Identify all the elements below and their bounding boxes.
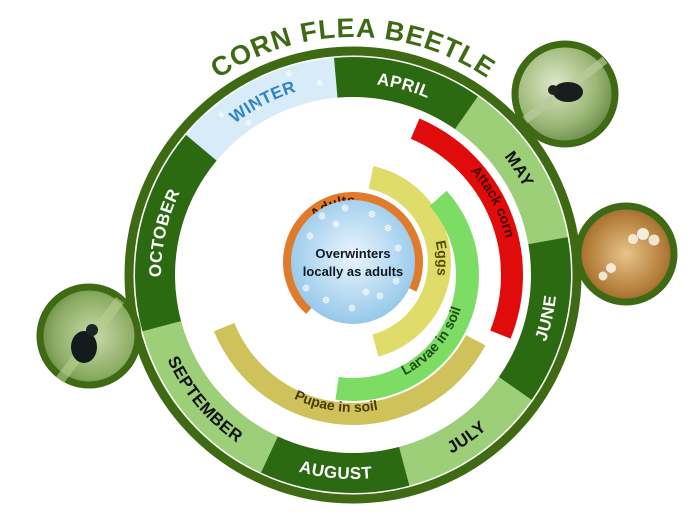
beetle-icon [553, 82, 583, 102]
month-segment-july [399, 377, 532, 486]
stage-arc-attack [410, 118, 523, 339]
month-segment-may [455, 96, 568, 245]
snowflake-icon: ❅ [305, 231, 314, 243]
beetle-on-leaf-photo [511, 40, 619, 148]
snowflake-icon: ❅ [391, 276, 400, 288]
snowflake-icon: ❅ [383, 223, 392, 235]
winter-snowflake-icon: ❄ [254, 102, 262, 112]
beetle-on-leaf-photo-2 [36, 283, 142, 389]
snowflake-icon: ❅ [321, 295, 330, 307]
stage-arc-pupae [213, 322, 486, 426]
snowflake-icon: ❅ [393, 243, 402, 255]
winter-snowflake-icon: ❄ [245, 118, 253, 128]
month-segment-september [142, 321, 278, 473]
month-segment-april [334, 57, 479, 130]
beetle-eggs-photo [574, 202, 678, 306]
stage-label-eggs: Eggs [433, 239, 451, 277]
snowflake-icon: ❅ [347, 303, 356, 315]
snowflake-pattern: ❅❅❅❅❅❅❅❅❅❅❅❅❅ [301, 203, 402, 315]
snowflake-icon: ❅ [367, 209, 376, 221]
snowflake-icon: ❅ [361, 287, 370, 299]
snowflake-icon: ❅ [375, 291, 384, 303]
month-segment-august [260, 436, 410, 493]
snowflake-icon: ❅ [317, 211, 326, 223]
stage-arc-eggs [368, 166, 451, 357]
center-text-line1: Overwinters [315, 246, 390, 261]
beetle-icon [71, 331, 97, 363]
center-circle: ❅❅❅❅❅❅❅❅❅❅❅❅❅ Overwinters locally as adu… [291, 200, 415, 324]
center-text-line2: locally as adults [303, 264, 403, 279]
winter-snowflake-icon: ❄ [285, 69, 293, 79]
winter-snowflake-icon: ❄ [316, 78, 324, 88]
winter-snowflake-icon: ❄ [217, 110, 225, 120]
month-segment-october [135, 134, 217, 332]
egg-icon [637, 228, 649, 240]
snowflake-icon: ❅ [301, 283, 310, 295]
month-segment-winter [186, 57, 338, 161]
snowflake-icon: ❅ [331, 219, 340, 231]
stage-arc-larvae [335, 190, 480, 402]
snowflake-icon: ❅ [340, 203, 349, 215]
month-segment-june [498, 237, 571, 401]
